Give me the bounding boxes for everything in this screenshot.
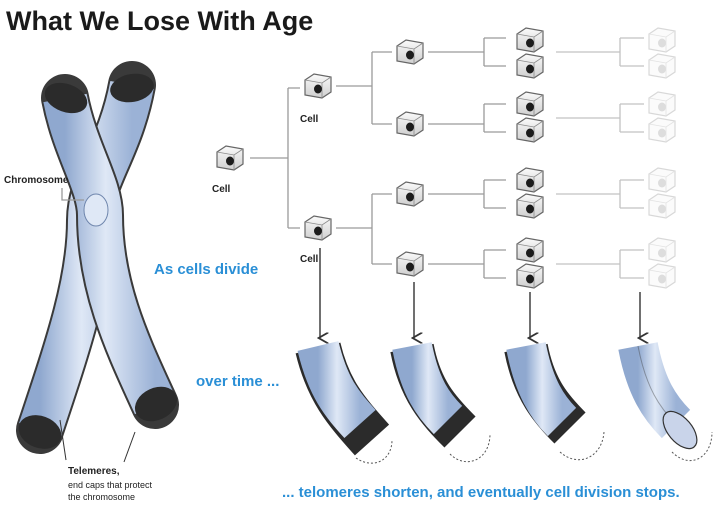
cell-icon (516, 193, 544, 219)
cell-icon (396, 39, 424, 65)
cell-icon (516, 91, 544, 117)
chromosome-icon (16, 61, 179, 454)
telomere-cap (44, 82, 88, 114)
faded-cell-icon (648, 27, 676, 53)
faded-cell-icon (648, 237, 676, 263)
cell-icon (516, 117, 544, 143)
chromosome-label: Chromosome (4, 175, 69, 186)
cell-root-label: Cell (212, 184, 231, 195)
caption-conclusion: ... telomeres shorten, and eventually ce… (282, 484, 680, 501)
cell-icon (516, 263, 544, 289)
cell-icon (396, 111, 424, 137)
faded-cell-icon (648, 117, 676, 143)
cell-lower-label: Cell (300, 254, 319, 265)
telomere-cap (110, 73, 154, 103)
cell-icon (396, 251, 424, 277)
faded-cell-icon (648, 91, 676, 117)
telomere-segment-icon (295, 340, 393, 464)
telomere-cap (18, 415, 62, 449)
telomeres-desc-line1: end caps that protect (68, 480, 153, 490)
telomere-segment-icon (618, 341, 713, 462)
faded-cell-icon (648, 53, 676, 79)
faded-cell-icon (648, 193, 676, 219)
cell-icon (396, 181, 424, 207)
caption-over-time: over time ... (196, 373, 279, 390)
cell-icon (516, 237, 544, 263)
cell-icon (516, 27, 544, 53)
caption-as-cells-divide: As cells divide (154, 261, 258, 278)
telomere-segment-icon (504, 341, 605, 461)
telomeres-desc-line2: the chromosome (68, 492, 135, 502)
telomere-segment-icon (390, 341, 491, 463)
cell-icon (516, 167, 544, 193)
cell-icon (304, 73, 332, 99)
faded-cell-icon (648, 167, 676, 193)
page-title: What We Lose With Age (6, 6, 313, 36)
cell-icon (304, 215, 332, 241)
cell-icon (516, 53, 544, 79)
telomeres-label: Telemeres, (68, 466, 120, 477)
faded-cell-icon (648, 263, 676, 289)
cell-upper-label: Cell (300, 114, 319, 125)
telomere-cap (134, 386, 178, 422)
cell-icon (216, 145, 244, 171)
cell-division-tree: Cell Cell Cell (212, 27, 676, 289)
